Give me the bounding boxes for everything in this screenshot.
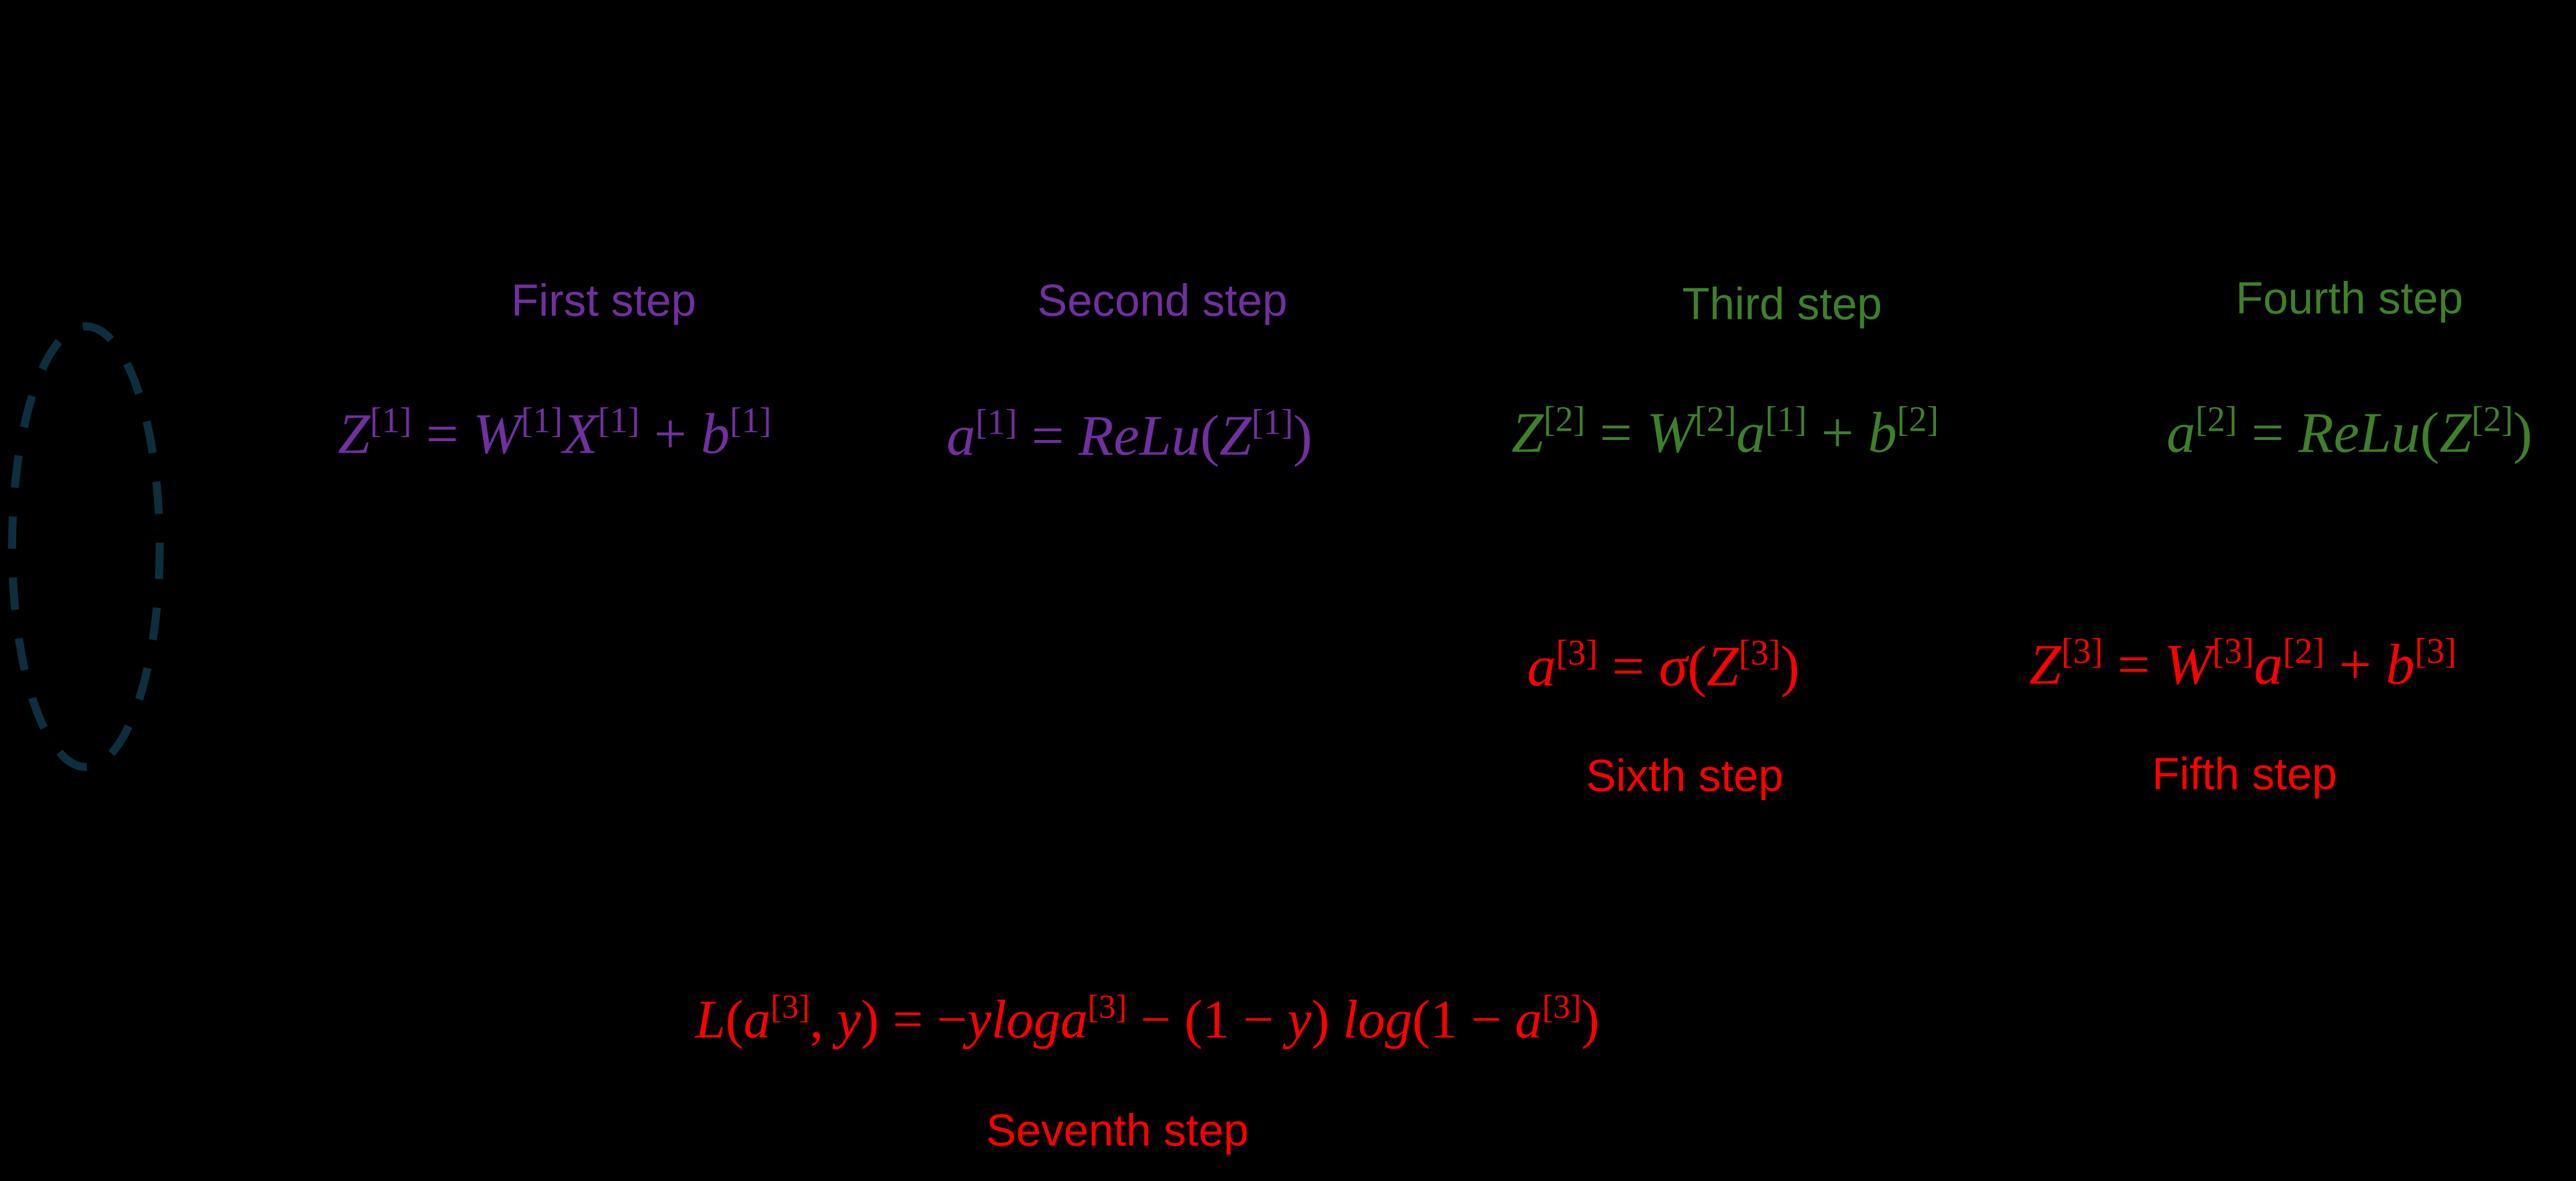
formula-first: Z[1] = W[1]X[1] + b[1]: [337, 401, 772, 466]
formula-third: Z[2] = W[2]a[1] + b[2]: [1511, 400, 1939, 465]
step-label-first: First step: [511, 274, 696, 326]
formula-second: a[1] = ReLu(Z[1]): [946, 403, 1313, 468]
dashed-ellipse-shape: [8, 322, 164, 771]
formula-fifth: Z[3] = W[3]a[2] + b[3]: [2029, 631, 2457, 697]
step-label-second: Second step: [1037, 274, 1287, 326]
step-label-third: Third step: [1682, 278, 1882, 329]
step-label-fourth: Fourth step: [2235, 272, 2464, 324]
step-label-fifth: Fifth step: [2152, 748, 2337, 799]
formula-seventh: L(a[3], y) = −yloga[3] − (1 − y) log(1 −…: [695, 988, 1599, 1050]
dashed-ellipse: [8, 322, 164, 771]
step-label-sixth: Sixth step: [1585, 750, 1784, 801]
formula-sixth: a[3] = σ(Z[3]): [1527, 633, 1800, 698]
formula-fourth: a[2] = ReLu(Z[2]): [2166, 400, 2533, 465]
step-label-seventh: Seventh step: [986, 1104, 1249, 1156]
